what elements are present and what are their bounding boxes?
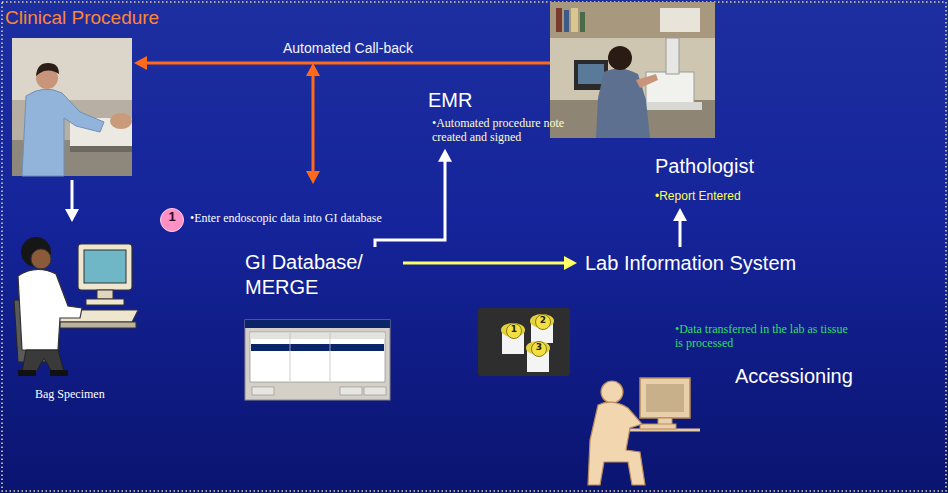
pathologist-photo-part	[580, 12, 585, 32]
workstation-clipart-part	[97, 290, 113, 299]
database-screenshot-part	[290, 333, 291, 381]
workstation-clipart-part	[86, 299, 124, 305]
workstation-clipart	[14, 237, 138, 376]
arrow-head	[65, 209, 79, 222]
data-transfer-arrow	[403, 256, 577, 270]
procedure-photo-part	[12, 38, 132, 176]
lab-system-node: Lab Information System	[585, 251, 796, 275]
workstation-clipart-part	[22, 350, 64, 372]
flow-arrow	[375, 149, 452, 247]
pathologist-photo-part	[640, 102, 702, 110]
connector-line	[679, 220, 682, 247]
accessioning-clipart-part	[646, 384, 684, 412]
connector-line	[403, 262, 565, 265]
pathologist-photo-part	[571, 8, 578, 32]
workstation-clipart-part	[60, 322, 136, 328]
procedure-photo-part	[36, 63, 59, 76]
arrow-head	[564, 256, 577, 270]
procedure-node: Clinical Procedure	[12, 38, 132, 176]
accessioning-clipart-part	[601, 381, 623, 403]
pathologist-photo-part	[608, 46, 632, 70]
step-label: Accessioning	[735, 364, 853, 388]
process-note: •Data transferred in the lab as tissue i…	[675, 322, 853, 351]
connector-line	[375, 161, 445, 247]
pathologist-photo-part	[666, 38, 679, 74]
callout-number: 2	[535, 314, 551, 330]
bag-specimen-node: Bag Specimen	[10, 225, 140, 377]
procedure-photo	[12, 38, 132, 176]
workstation-clipart-part	[18, 269, 82, 350]
callout-number: 1	[160, 208, 184, 232]
workstation-clipart-part	[78, 244, 132, 290]
edge-label: Automated Call-back	[283, 40, 413, 56]
node-note: •Report Entered	[655, 189, 741, 203]
frame-heading: Clinical Procedure	[5, 7, 159, 29]
pathologist-photo-part	[550, 2, 715, 138]
procedure-photo-part	[70, 146, 132, 152]
callback-link-arrow-part	[306, 63, 320, 76]
database-screenshot-part	[245, 320, 390, 328]
database-screenshot	[245, 320, 390, 400]
arrow-head	[134, 56, 147, 70]
node-heading: Pathologist	[655, 154, 754, 178]
database-screenshot-part	[340, 387, 362, 395]
callback-link-arrow	[306, 63, 320, 184]
database-screenshot-part	[364, 387, 386, 395]
database-screenshot-part	[245, 320, 390, 400]
callback-arrow	[134, 56, 550, 70]
procedure-photo-part	[22, 89, 104, 176]
arrow-head	[438, 149, 452, 162]
figure-caption: Bag Specimen	[35, 387, 105, 402]
specimen-cups-photo-part	[478, 308, 570, 376]
arrow-head	[673, 208, 687, 221]
step-note: •Enter endoscopic data into GI database	[190, 211, 382, 225]
pathologist-photo-part	[564, 10, 569, 32]
pathologist-photo-part	[636, 74, 658, 88]
callout-number: 3	[531, 341, 547, 357]
database-screenshot-part	[330, 333, 331, 381]
workstation-clipart-part	[31, 249, 51, 269]
node-heading: Lab Information System	[585, 251, 796, 275]
callback-link-arrow-part	[306, 171, 320, 184]
pathologist-photo	[550, 2, 715, 138]
accessioning-clipart	[588, 378, 700, 485]
flow-arrow	[65, 180, 79, 222]
connector-line	[71, 180, 74, 210]
database-screenshot-part	[250, 332, 385, 382]
gi-database-node: GI Database/ MERGE	[245, 250, 395, 300]
emr-node: EMR •Automated procedure note created and…	[428, 88, 580, 145]
database-screenshot-part	[250, 333, 385, 339]
accessioning-clipart-part	[640, 378, 690, 418]
pathologist-node: Pathologist•Report Entered	[550, 2, 715, 138]
accessioning-clipart-part	[640, 424, 676, 429]
workstation-clipart-part	[84, 250, 126, 283]
workstation-clipart-part	[18, 370, 36, 376]
procedure-photo-part	[110, 113, 132, 129]
workstation-clipart-part	[50, 370, 68, 376]
node-heading: GI Database/ MERGE	[245, 250, 395, 300]
node-heading: EMR	[428, 88, 580, 112]
procedure-photo-part	[12, 38, 132, 100]
accessioning-clipart-part	[588, 402, 645, 485]
pathologist-photo-part	[556, 8, 562, 32]
pathologist-photo-part	[550, 2, 715, 38]
node-note: •Automated procedure note created and si…	[432, 116, 580, 145]
database-screenshot-part	[252, 387, 274, 395]
pathologist-photo-part	[660, 8, 700, 32]
callout-number: 1	[506, 323, 522, 339]
specimen-cups-photo	[478, 308, 570, 376]
database-screenshot-part	[251, 344, 384, 351]
connector-line	[146, 62, 550, 65]
callback-link-arrow-part	[312, 74, 315, 173]
pathologist-photo-part	[578, 64, 604, 84]
flow-arrow	[673, 208, 687, 247]
